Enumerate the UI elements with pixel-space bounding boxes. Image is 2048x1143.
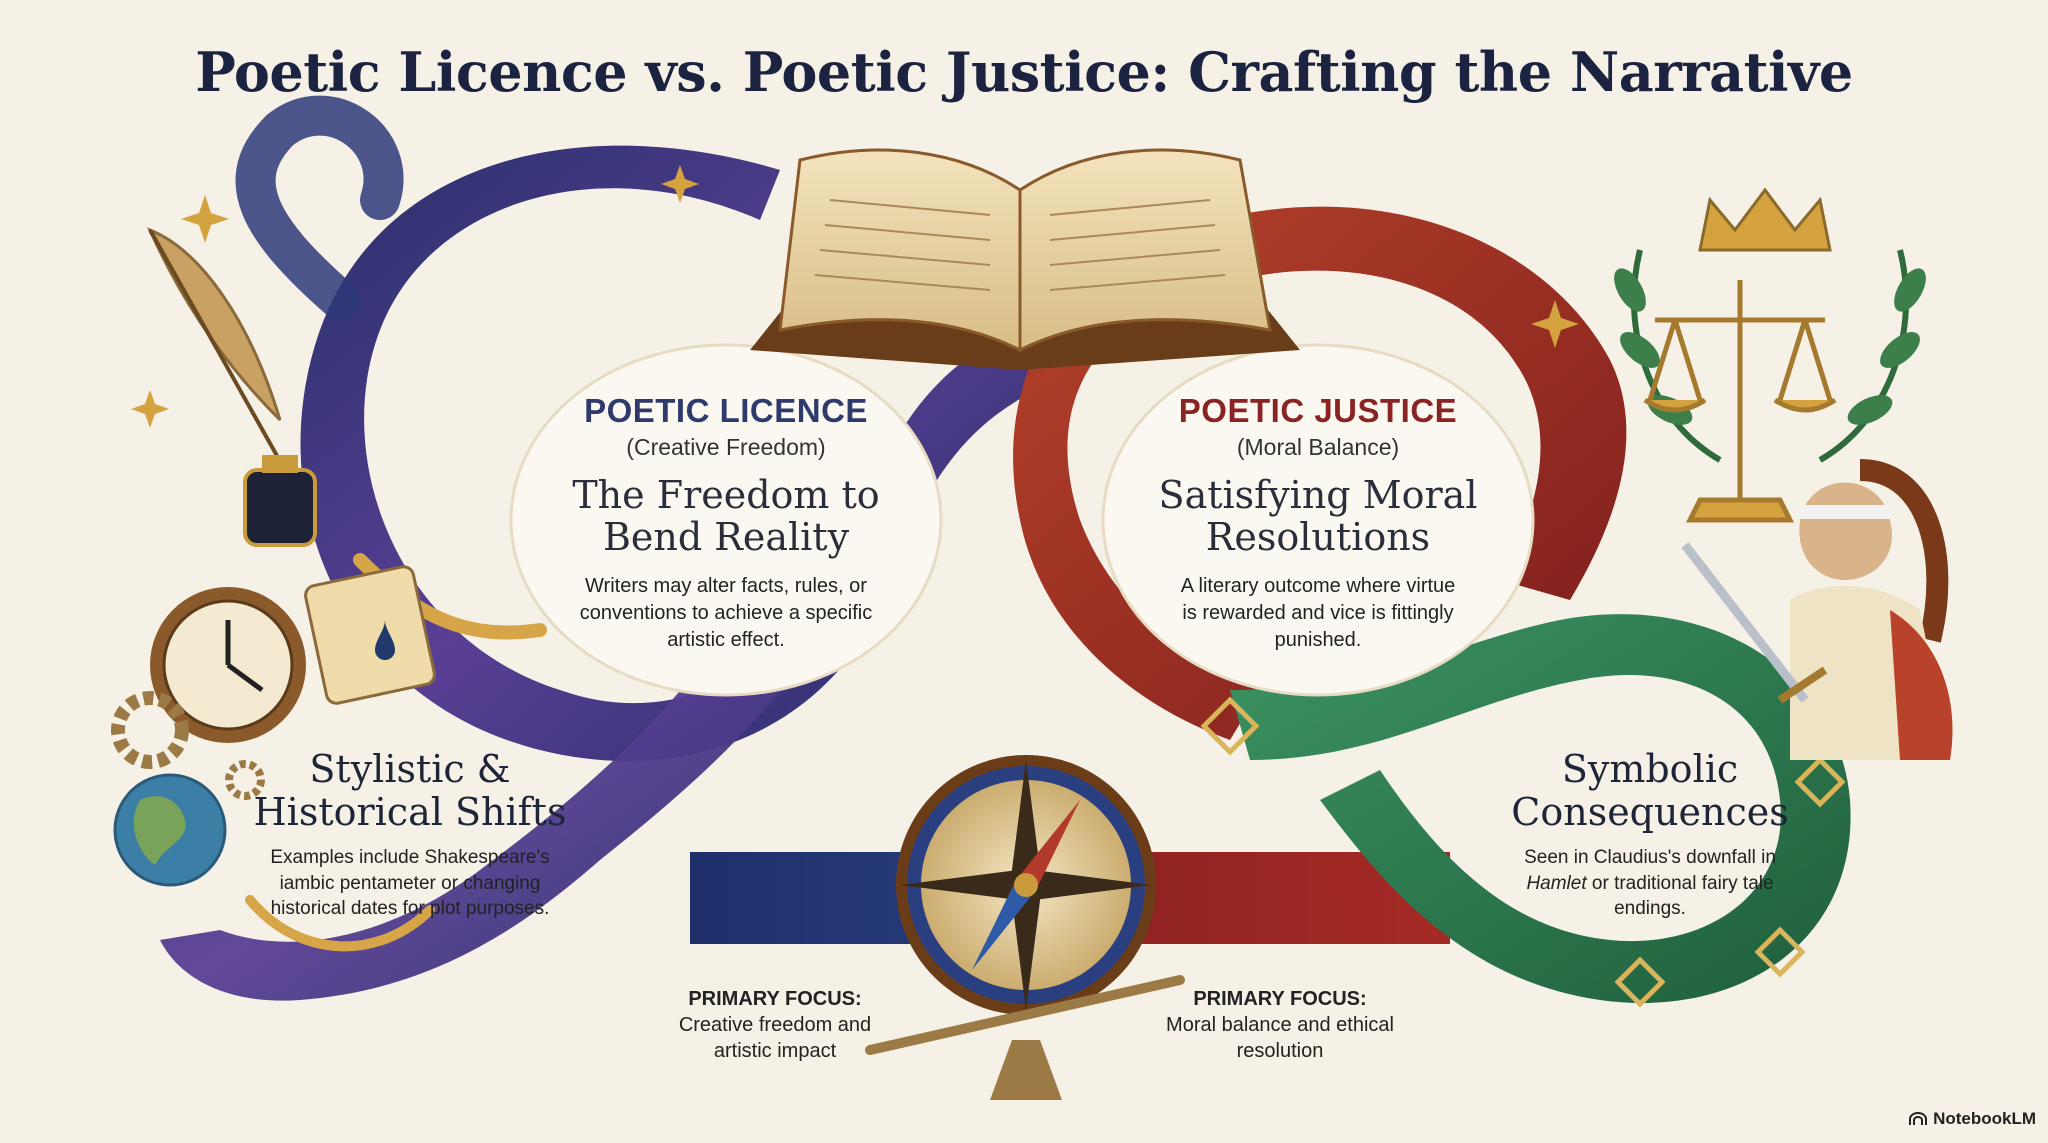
- licence-subtitle: (Creative Freedom): [626, 434, 826, 460]
- licence-body: Writers may alter facts, rules, or conve…: [579, 574, 873, 651]
- justice-text-block: POETIC JUSTICE (Moral Balance) Satisfyin…: [1148, 392, 1488, 654]
- symbolic-body: Seen in Claudius's downfall in Hamlet or…: [1510, 845, 1790, 922]
- compass-icon: [865, 755, 1185, 1100]
- justice-kicker: POETIC JUSTICE: [1178, 392, 1458, 429]
- laurel-icon: [1614, 249, 1926, 463]
- licence-kicker: POETIC LICENCE: [584, 392, 868, 429]
- stylistic-text-block: Stylistic & Historical Shifts Examples i…: [245, 748, 575, 922]
- sparkle-icon: [131, 165, 1579, 428]
- justice-panel: [1101, 343, 1535, 697]
- licence-text-block: POETIC LICENCE (Creative Freedom) The Fr…: [556, 392, 896, 654]
- symbolic-heading: Symbolic Consequences: [1511, 747, 1789, 834]
- clock-icon: [150, 587, 306, 743]
- justice-subtitle: (Moral Balance): [1236, 434, 1400, 460]
- notebooklm-logo-icon: [1909, 1112, 1928, 1125]
- brand-badge: NotebookLM: [1909, 1109, 2036, 1129]
- focus-right: PRIMARY FOCUS: Moral balance and ethical…: [1160, 986, 1400, 1064]
- justice-body: A literary outcome where virtue is rewar…: [1180, 574, 1456, 651]
- inkwell-icon: [243, 455, 317, 547]
- page-title: Poetic Licence vs. Poetic Justice: Craft…: [195, 40, 1853, 104]
- quill-icon: [147, 227, 287, 471]
- symbolic-body-title: Hamlet: [1526, 872, 1587, 894]
- stylistic-heading: Stylistic & Historical Shifts: [253, 747, 567, 834]
- symbolic-body-pre: Seen in Claudius's downfall in: [1524, 847, 1776, 869]
- symbolic-ribbon: [1230, 614, 1851, 1004]
- sword-icon: [1681, 542, 1828, 704]
- scales-icon: [1643, 280, 1837, 523]
- lady-justice-icon: [1790, 459, 1953, 760]
- justice-heading: Satisfying Moral Resolutions: [1158, 473, 1478, 559]
- symbolic-body-post: or traditional fairy tale endings.: [1586, 872, 1774, 920]
- focus-right-text: Moral balance and ethical resolution: [1166, 1014, 1394, 1062]
- scroll-icon: [304, 565, 436, 705]
- focus-right-label: PRIMARY FOCUS:: [1193, 988, 1367, 1010]
- stylistic-body: Examples include Shakespeare's iambic pe…: [270, 847, 550, 920]
- open-book-icon: [750, 148, 1300, 370]
- focus-left-text: Creative freedom and artistic impact: [678, 1014, 872, 1062]
- gear-icon: [111, 691, 265, 800]
- crown-icon: [1698, 187, 1832, 252]
- symbolic-text-block: Symbolic Consequences Seen in Claudius's…: [1510, 748, 1790, 922]
- focus-left-label: PRIMARY FOCUS:: [688, 988, 862, 1010]
- brand-label: NotebookLM: [1933, 1109, 2036, 1128]
- licence-heading: The Freedom to Bend Reality: [572, 473, 880, 559]
- focus-left: PRIMARY FOCUS: Creative freedom and arti…: [660, 986, 890, 1064]
- licence-panel: [509, 343, 943, 697]
- globe-icon: [113, 773, 227, 887]
